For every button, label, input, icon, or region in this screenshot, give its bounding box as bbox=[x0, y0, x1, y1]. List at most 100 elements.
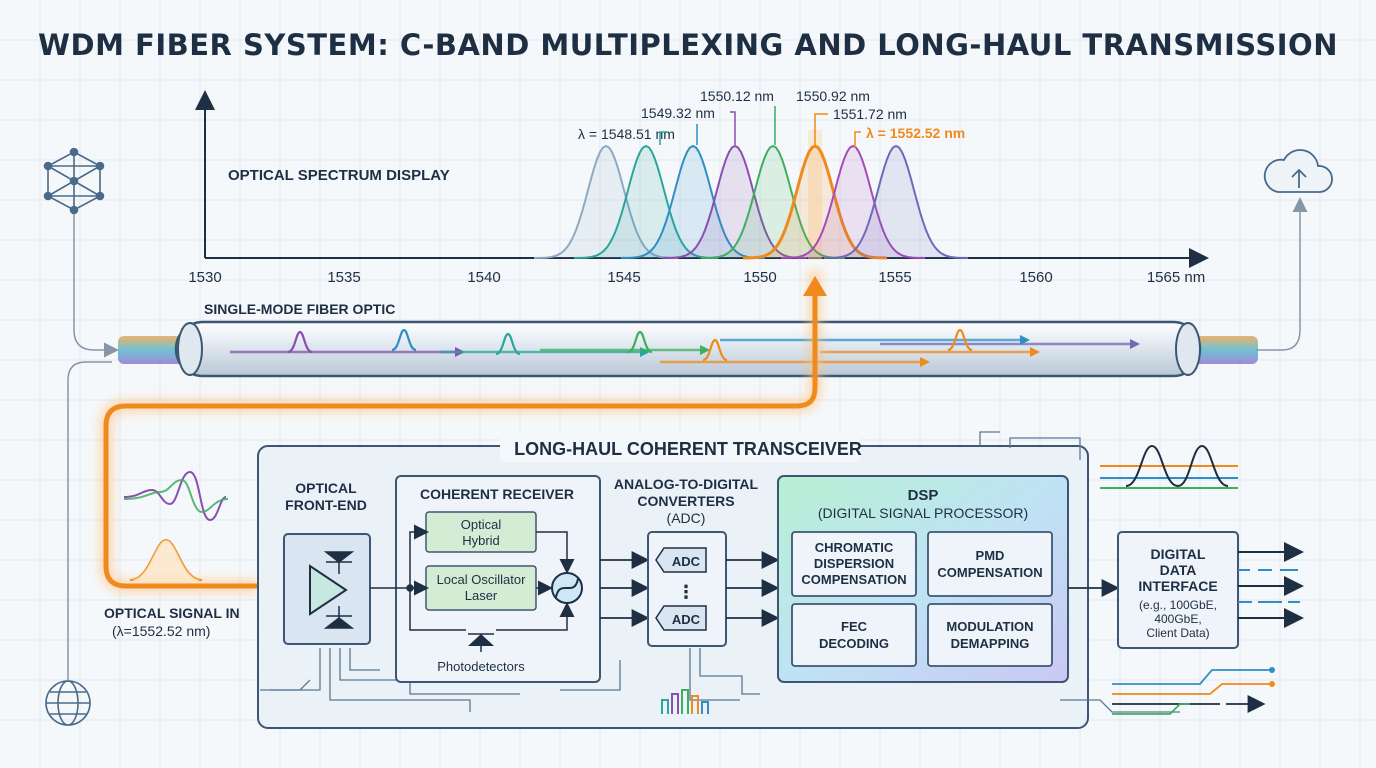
spectrum-display: OPTICAL SPECTRUM DISPLAY 1530 1535 1540 … bbox=[188, 88, 1209, 286]
pmd-label-1: PMD bbox=[976, 548, 1005, 563]
dsp-title: DSP bbox=[908, 487, 939, 504]
callout-line-1552 bbox=[854, 131, 861, 148]
fiber-left-connector bbox=[118, 336, 192, 364]
spectrum-peak bbox=[573, 144, 719, 259]
chromatic-dispersion-label-3: COMPENSATION bbox=[801, 572, 906, 587]
chromatic-dispersion-label-2: DISPERSION bbox=[814, 556, 894, 571]
output-data-streams bbox=[1238, 542, 1304, 628]
amplifier-icon bbox=[309, 564, 348, 616]
wavelength-label-1550-92: 1550.92 nm bbox=[796, 88, 870, 104]
spectrum-peak-fill bbox=[534, 146, 678, 258]
output-streams-bottom bbox=[1112, 667, 1275, 714]
spectrum-peak bbox=[823, 144, 969, 259]
spectrum-peak bbox=[780, 144, 926, 259]
fiber-pulse bbox=[495, 332, 521, 356]
wavelength-label-1552: λ = 1552.52 nm bbox=[866, 125, 965, 141]
fiber-pulse bbox=[702, 338, 728, 362]
interface-label-4: (e.g., 100GbE, bbox=[1139, 598, 1217, 612]
spectrum-peak-fill bbox=[743, 146, 887, 258]
modulation-label-1: MODULATION bbox=[946, 619, 1033, 634]
spectrum-peak bbox=[742, 144, 888, 260]
interface-label-3: INTERFACE bbox=[1138, 578, 1217, 594]
dsp-subtitle: (DIGITAL SIGNAL PROCESSOR) bbox=[818, 505, 1028, 521]
adc-unit-2-label: ADC bbox=[672, 612, 701, 627]
output-waveforms-top bbox=[1100, 444, 1238, 489]
adc-unit-1 bbox=[655, 547, 707, 573]
tick-label-1550: 1550 bbox=[743, 269, 776, 286]
fiber-optic-cable: SINGLE-MODE FIBER OPTIC bbox=[118, 301, 1258, 378]
adc-to-dsp-arrows bbox=[726, 551, 780, 627]
chromatic-dispersion-block bbox=[791, 531, 917, 597]
system-connectors bbox=[67, 197, 1308, 680]
selected-channel-highlight bbox=[808, 130, 822, 260]
tick-label-1545: 1545 bbox=[607, 269, 640, 286]
fiber-streak-arrow bbox=[1130, 339, 1140, 349]
fiber-right-end bbox=[1175, 322, 1201, 376]
cloud-upload-icon bbox=[1263, 149, 1333, 193]
fiber-pulse bbox=[627, 330, 653, 354]
digital-interface-box bbox=[1117, 531, 1239, 649]
fiber-streak-arrow bbox=[1020, 335, 1030, 345]
spectrum-peak-fill bbox=[781, 146, 925, 258]
transceiver-title: LONG-HAUL COHERENT TRANSCEIVER bbox=[514, 439, 862, 459]
spectrum-peak-fill bbox=[663, 146, 807, 258]
optical-front-end bbox=[283, 533, 371, 645]
fiber-pulse bbox=[391, 328, 417, 352]
callout-line-1550-12 bbox=[730, 111, 736, 145]
adc-title-3: (ADC) bbox=[667, 510, 706, 526]
interface-label-1: DIGITAL bbox=[1151, 546, 1206, 562]
local-oscillator-label-2: Laser bbox=[465, 588, 498, 603]
diagram-title: WDM FIBER SYSTEM: C-BAND MULTIPLEXING AN… bbox=[38, 28, 1338, 62]
tick-label-1565: 1565 nm bbox=[1147, 269, 1205, 286]
input-waveforms bbox=[123, 470, 229, 581]
wavelength-label-1548: λ = 1548.51 nm bbox=[578, 126, 675, 142]
adc-unit-2 bbox=[655, 605, 707, 631]
globe-icon bbox=[45, 680, 91, 726]
receiver-wiring bbox=[370, 524, 575, 631]
receiver-to-adc-arrows bbox=[600, 551, 650, 627]
fec-decoding-block bbox=[791, 603, 917, 667]
input-label: OPTICAL SIGNAL IN bbox=[104, 605, 240, 621]
spectrum-peak-fill bbox=[701, 146, 845, 258]
adc-title-1: ANALOG-TO-DIGITAL bbox=[614, 476, 759, 492]
fiber-pulses bbox=[230, 328, 1140, 367]
pmd-label-2: COMPENSATION bbox=[937, 565, 1042, 580]
tick-label-1535: 1535 bbox=[327, 269, 360, 286]
adc-mini-waveform bbox=[661, 689, 709, 714]
wavelength-label-1549: 1549.32 nm bbox=[641, 105, 715, 121]
wavelength-label-1551: 1551.72 nm bbox=[833, 106, 907, 122]
spectrum-peak-fill bbox=[621, 146, 765, 258]
chromatic-dispersion-label-1: CHROMATIC bbox=[815, 540, 894, 555]
mixer-icon bbox=[551, 572, 583, 604]
fiber-streak-arrow bbox=[920, 357, 930, 367]
spectrum-peaks bbox=[533, 130, 969, 260]
signal-path-arrowhead-up bbox=[803, 276, 827, 296]
axis-tick-labels: 1530 1535 1540 1545 1550 1555 1560 1565 … bbox=[188, 269, 1205, 286]
local-oscillator-label-1: Local Oscillator bbox=[437, 572, 527, 587]
adc-title-2: CONVERTERS bbox=[637, 493, 734, 509]
coherent-receiver-title: COHERENT RECEIVER bbox=[420, 486, 574, 502]
spectrum-peak bbox=[700, 144, 846, 259]
fiber-streak-arrow bbox=[700, 345, 710, 355]
photodetector-icon bbox=[468, 633, 494, 652]
fiber-label: SINGLE-MODE FIBER OPTIC bbox=[204, 301, 395, 317]
modulation-label-2: DEMAPPING bbox=[951, 636, 1030, 651]
optical-hybrid-label-1: Optical bbox=[461, 517, 502, 532]
spectrum-peak bbox=[533, 144, 679, 259]
front-end-label-1: OPTICAL bbox=[295, 480, 357, 496]
callout-line-1551 bbox=[814, 113, 828, 145]
network-mesh-icon bbox=[43, 147, 105, 215]
fec-label-2: DECODING bbox=[819, 636, 889, 651]
tick-label-1560: 1560 bbox=[1019, 269, 1052, 286]
interface-label-6: Client Data) bbox=[1146, 626, 1209, 640]
tick-label-1555: 1555 bbox=[878, 269, 911, 286]
input-wavelength: (λ=1552.52 nm) bbox=[112, 623, 210, 639]
fiber-streak-arrow bbox=[1030, 347, 1040, 357]
fiber-right-connector bbox=[1184, 336, 1258, 364]
spectrum-peak-fill bbox=[574, 146, 718, 258]
spectrum-label: OPTICAL SPECTRUM DISPLAY bbox=[228, 167, 450, 184]
fiber-left-end bbox=[177, 322, 203, 376]
tick-label-1540: 1540 bbox=[467, 269, 500, 286]
